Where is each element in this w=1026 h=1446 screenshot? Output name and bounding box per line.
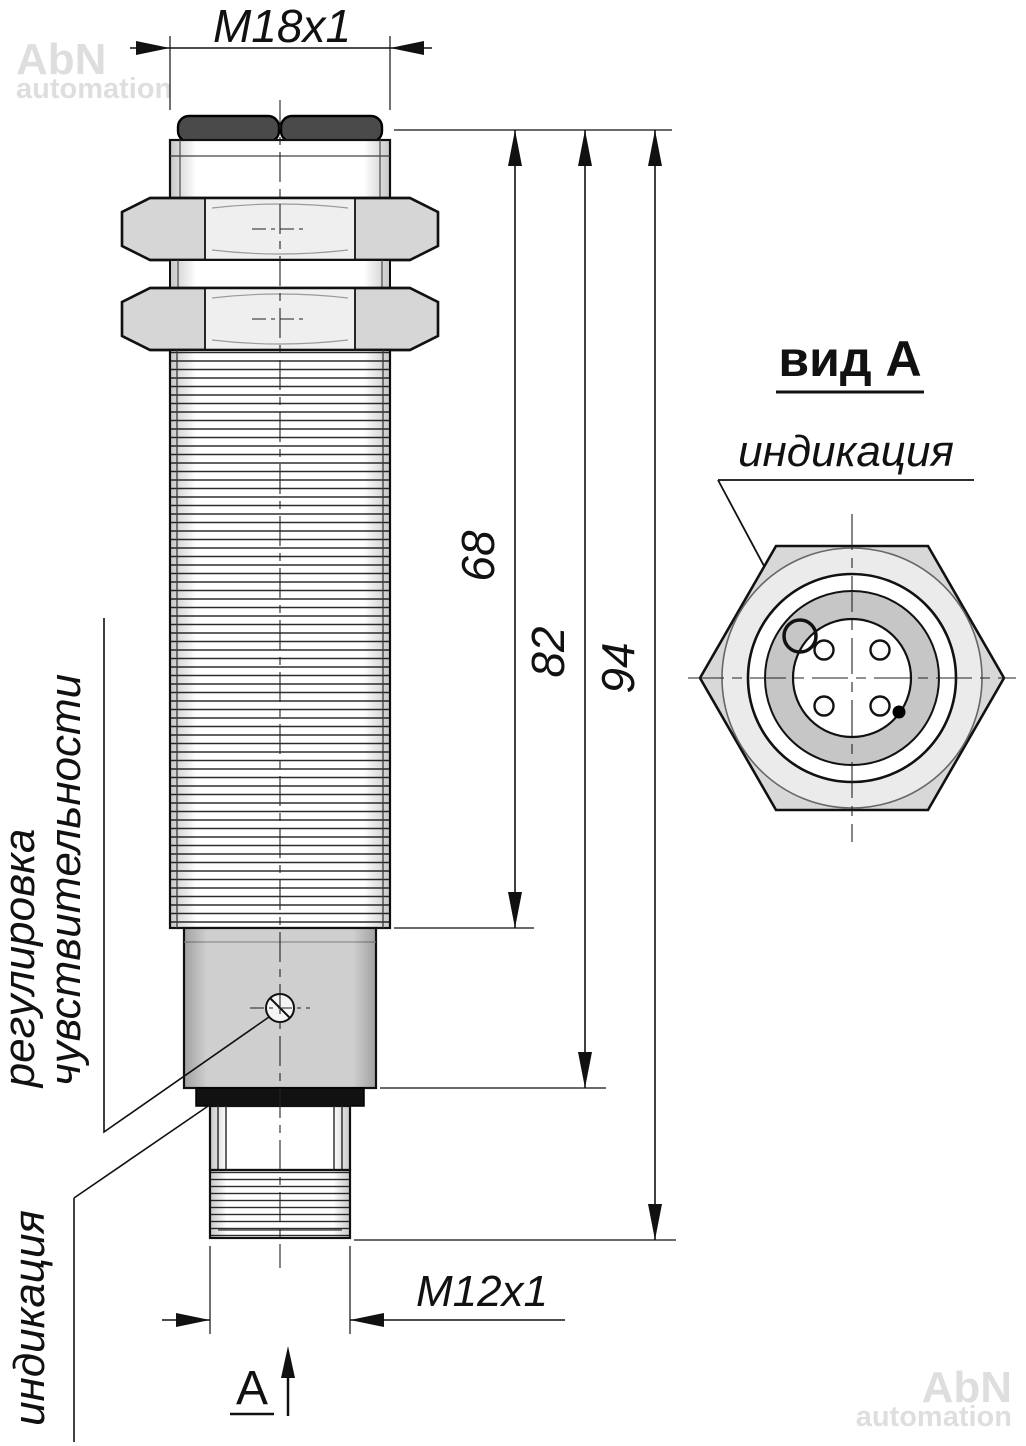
connector-end-view xyxy=(688,514,1016,842)
callout-sensitivity-adjustment: регулировка чувствительности xyxy=(0,618,270,1134)
connector-pins xyxy=(813,639,891,717)
indication-right-label: индикация xyxy=(738,427,954,476)
adjustment-label-line2: чувствительности xyxy=(41,674,90,1086)
keying-mark xyxy=(892,705,906,719)
dimension-94: 94 xyxy=(354,130,676,1241)
watermark-sub: automation xyxy=(16,72,173,105)
watermark-brand: AbN xyxy=(921,1363,1012,1413)
pin-3 xyxy=(813,695,835,717)
pin-2 xyxy=(869,639,891,661)
pin-4 xyxy=(869,695,891,717)
dim-82-label: 82 xyxy=(522,626,574,677)
adjustment-label-line1: регулировка xyxy=(0,829,44,1090)
watermark-brand: AbN xyxy=(16,35,107,84)
end-view-centerlines xyxy=(688,514,1016,842)
watermark-top-left: AbN automation xyxy=(16,35,173,105)
watermark-bottom-right: AbN automation xyxy=(855,1363,1012,1433)
callout-indication-left: индикация xyxy=(5,1101,215,1442)
dimension-68: 68 xyxy=(394,130,534,929)
dimension-lines-right: 68 82 94 xyxy=(354,129,676,1241)
thread-top-label: M18x1 xyxy=(213,0,351,52)
view-arrow-label: A xyxy=(236,1362,268,1415)
led-indicator-circle xyxy=(782,618,818,654)
dimension-m18: M18x1 xyxy=(130,0,432,110)
pin-1 xyxy=(813,639,835,661)
dim-94-label: 94 xyxy=(592,642,644,693)
watermark-sub: automation xyxy=(855,1400,1012,1433)
dimension-m12: M12x1 xyxy=(162,1246,565,1334)
hex-nut-lower xyxy=(120,286,440,352)
end-view-a: вид А индикация xyxy=(688,331,1016,842)
dimension-82: 82 xyxy=(380,130,606,1089)
sensor-face-caps xyxy=(176,114,384,144)
view-direction-marker: A xyxy=(230,1346,295,1416)
sensor-front-view xyxy=(120,100,440,1268)
dim-68-label: 68 xyxy=(452,530,504,582)
thread-bottom-label: M12x1 xyxy=(416,1267,548,1316)
centerlines xyxy=(250,100,310,1268)
view-a-title: вид А xyxy=(778,331,921,387)
callout-indication-right: индикация xyxy=(717,427,974,623)
indication-left-label: индикация xyxy=(5,1210,54,1426)
